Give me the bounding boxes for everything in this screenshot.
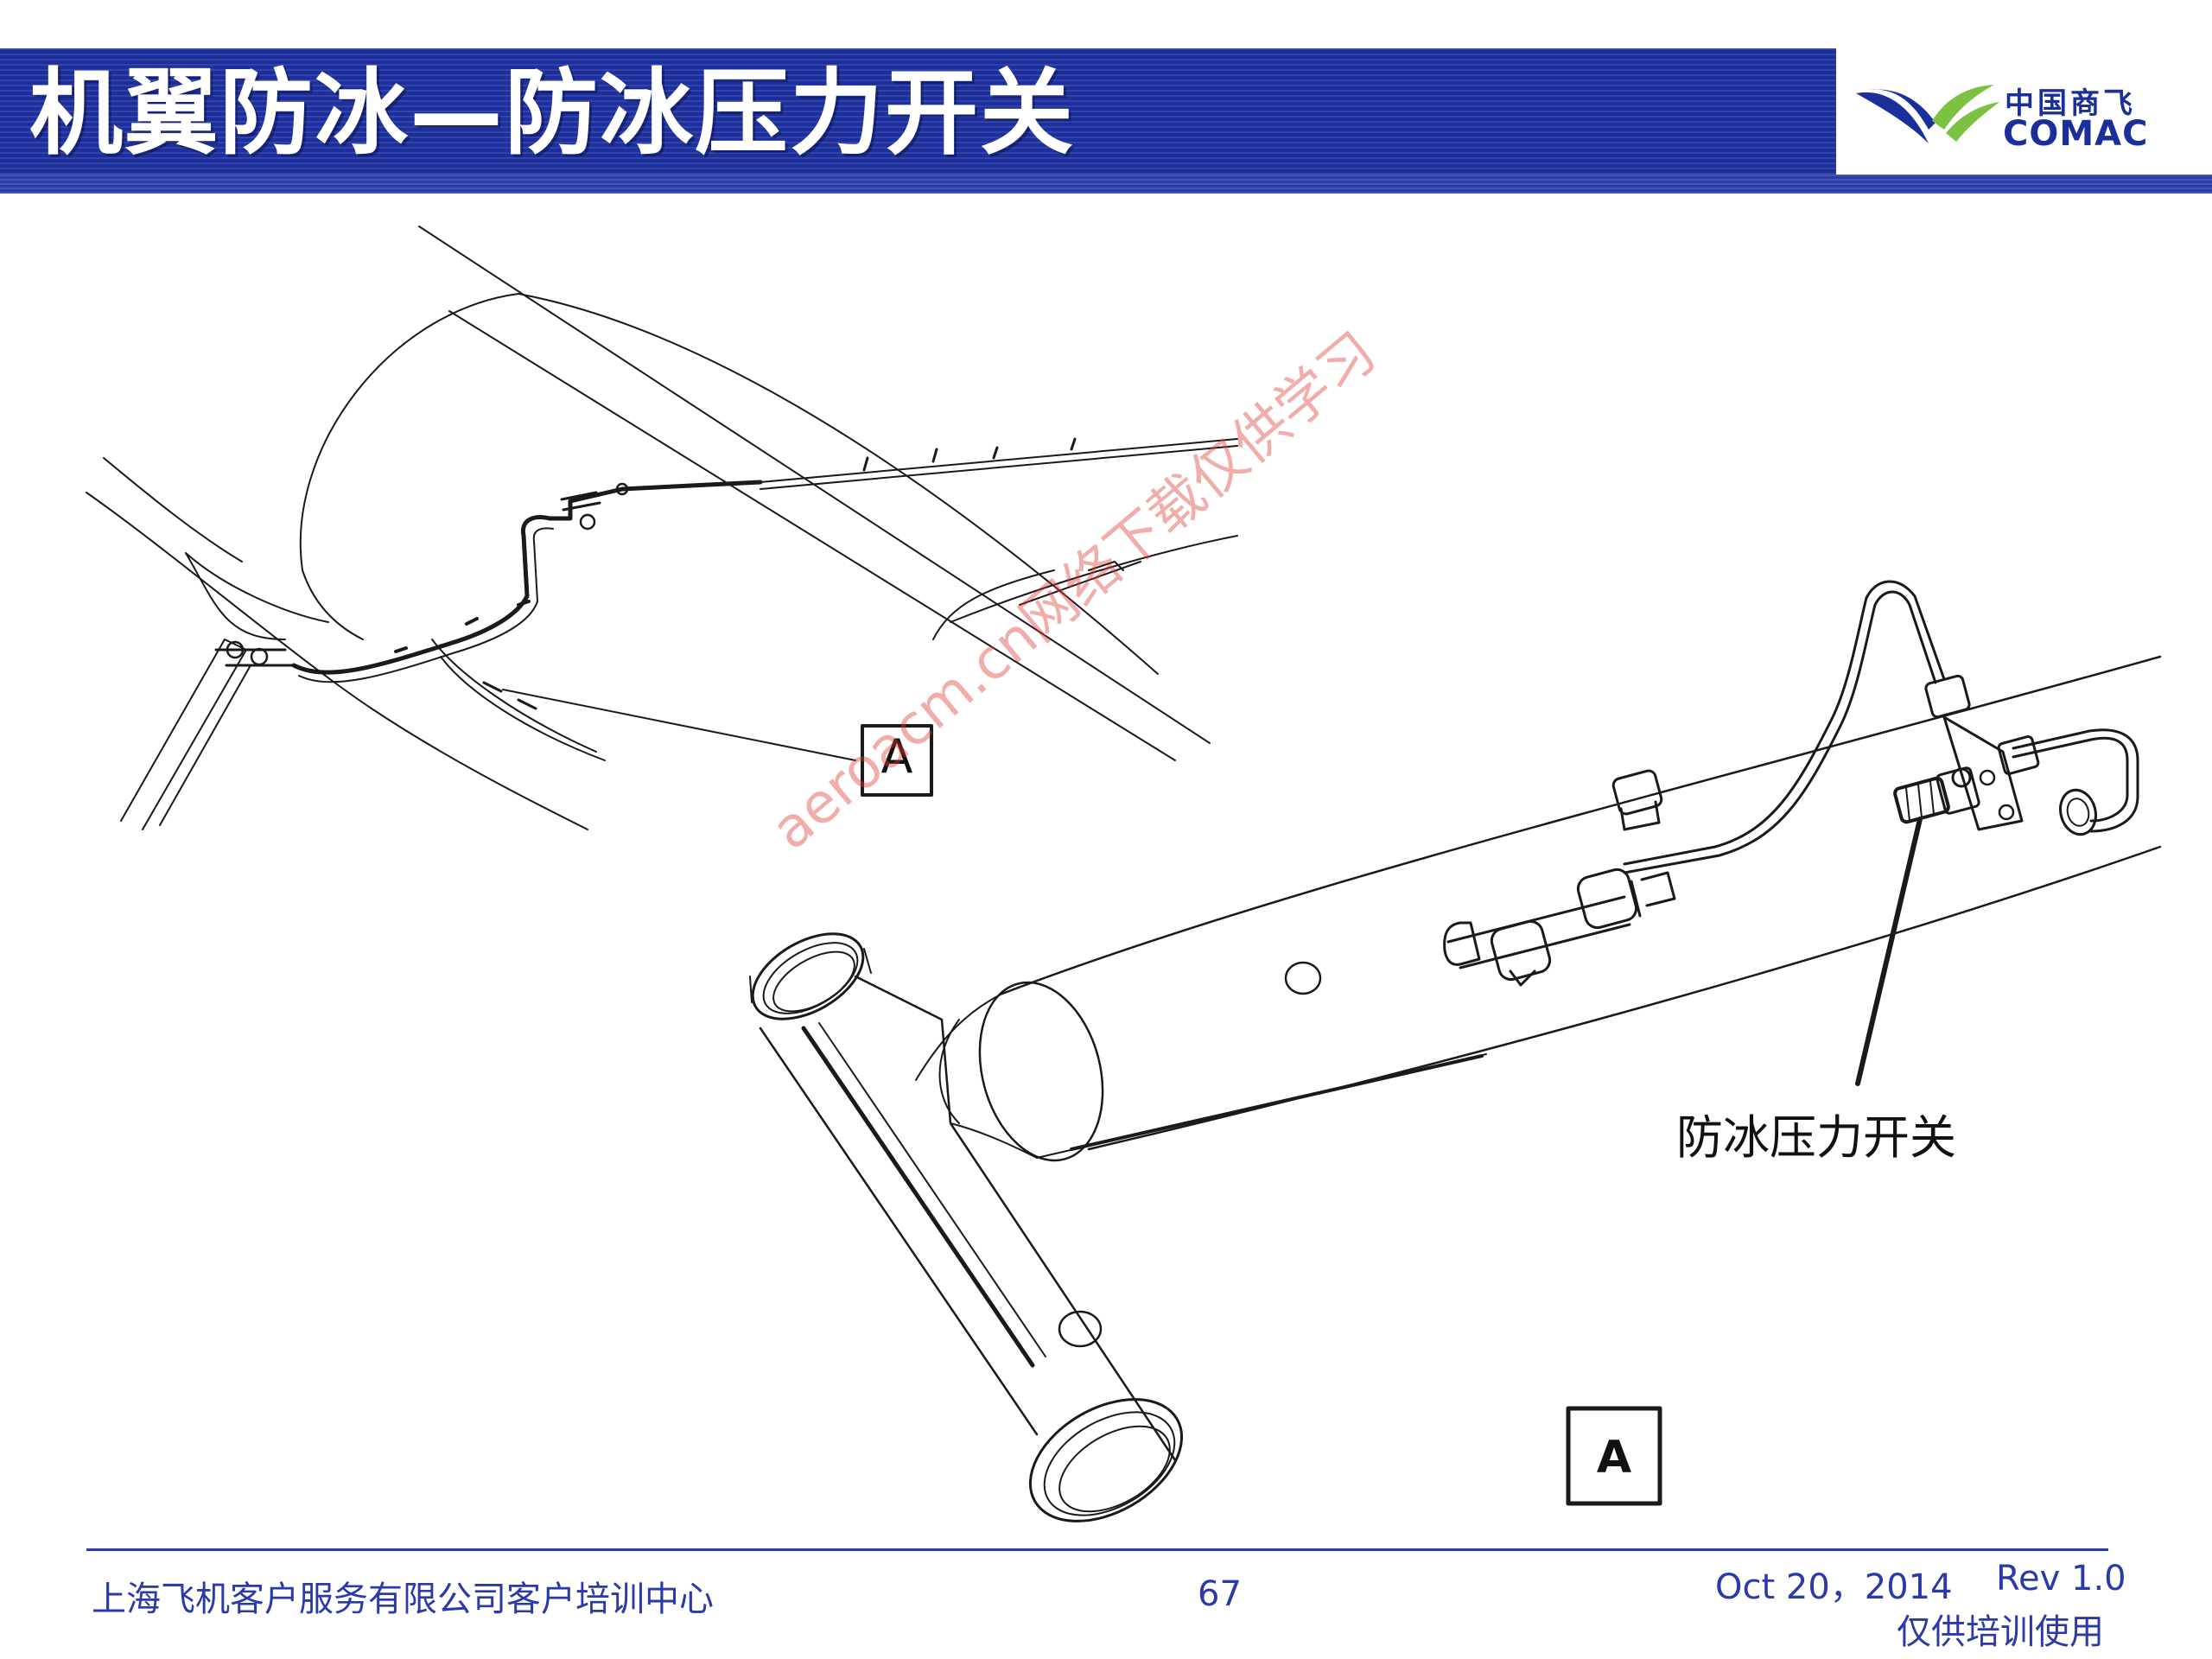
pressure-switch-callout: 防冰压力开关 xyxy=(1676,1110,1956,1165)
view-label-top: A xyxy=(881,729,913,784)
detail-pipe-drawing xyxy=(749,580,2162,1522)
footer-organization: 上海飞机客户服务有限公司客户培训中心 xyxy=(92,1580,714,1619)
logo-chinese-text: 中国商飞 xyxy=(2005,86,2136,121)
footer-note: 仅供培训使用 xyxy=(1897,1612,2104,1652)
logo-english-text: COMAC xyxy=(2003,114,2149,154)
header-bar xyxy=(0,48,1836,175)
footer-revision: Rev 1.0 xyxy=(1996,1559,2126,1599)
page-title: 机翼防冰—防冰压力开关 xyxy=(29,60,1076,168)
comac-wing-icon xyxy=(1856,85,1999,143)
view-label-bottom: A xyxy=(1597,1432,1631,1484)
comac-logo: 中国商飞 COMAC xyxy=(1849,60,2195,164)
pressure-switch-drawing xyxy=(1893,766,1980,824)
view-label-box-bottom xyxy=(1566,1406,1662,1506)
footer-date: Oct 20，2014 xyxy=(1715,1567,1953,1607)
overview-wing-drawing xyxy=(86,226,1238,830)
header-rule xyxy=(0,175,2212,194)
footer-rule xyxy=(86,1548,2108,1551)
footer-page-number: 67 xyxy=(1198,1574,1242,1614)
view-label-box-top xyxy=(861,724,933,797)
